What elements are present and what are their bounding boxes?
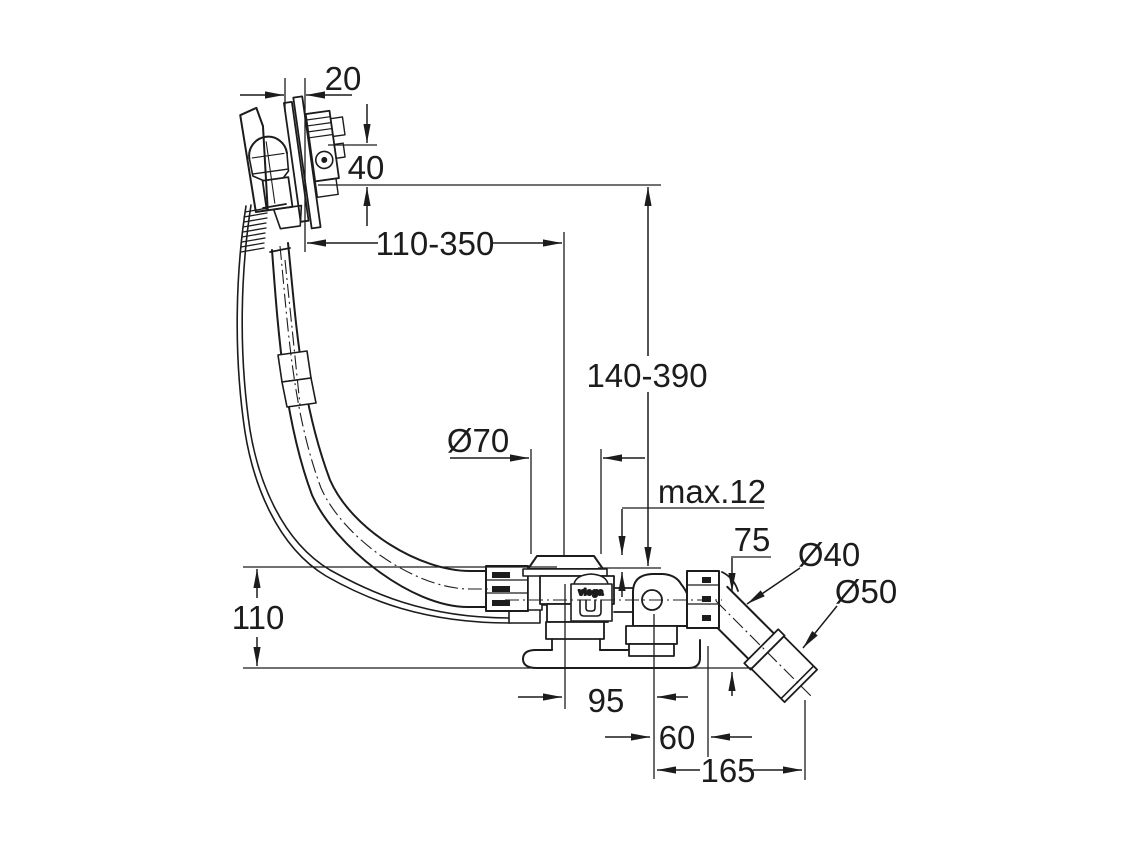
dim-label-95: 95 <box>588 682 625 719</box>
cable-port <box>314 150 334 170</box>
viega-box <box>570 583 613 622</box>
dim-outlet-end-diameter-leader <box>802 605 838 649</box>
trap-bottom-pipe <box>522 639 701 669</box>
escutcheon-plate <box>292 95 322 230</box>
dim-label-d50: Ø50 <box>835 573 897 610</box>
hose-centerline <box>279 245 500 590</box>
dim-outlet-diameter-leader <box>746 567 801 605</box>
waste-tee-body: viega <box>539 573 634 651</box>
overflow-elbow <box>625 573 690 657</box>
centerlines <box>279 245 813 698</box>
dim-label-110-350: 110-350 <box>376 225 495 262</box>
dim-label-20: 20 <box>325 60 362 97</box>
dim-label-d70: Ø70 <box>447 422 509 459</box>
mounting-bracket <box>239 106 269 213</box>
hose-stem <box>272 204 303 230</box>
dimension-labels: 20 40 110-350 140-390 Ø70 max.12 75 Ø40 … <box>232 60 898 789</box>
dim-label-165: 165 <box>700 752 755 789</box>
dim-label-140-390: 140-390 <box>586 357 707 394</box>
dim-label-110: 110 <box>232 599 285 636</box>
brand-mark-viega: viega <box>578 587 604 597</box>
dim-label-60: 60 <box>659 719 696 756</box>
knob-dome <box>248 135 288 160</box>
dimension-lines <box>240 91 838 774</box>
outlet-axis-centerline <box>715 600 813 698</box>
dim-label-75: 75 <box>734 521 771 558</box>
tee-lower-nut <box>545 621 605 640</box>
waste-flange <box>522 555 608 577</box>
dim-label-d40: Ø40 <box>798 536 860 573</box>
dim-label-max12: max.12 <box>658 473 766 510</box>
overflow-filler-unit <box>239 95 346 230</box>
cable-sleeve-centerline <box>284 259 301 406</box>
filler-hose <box>271 242 490 608</box>
extension-lines <box>243 78 806 780</box>
dim-label-40: 40 <box>348 149 385 186</box>
clip-glyph <box>579 599 602 617</box>
plug-dome <box>573 573 609 585</box>
